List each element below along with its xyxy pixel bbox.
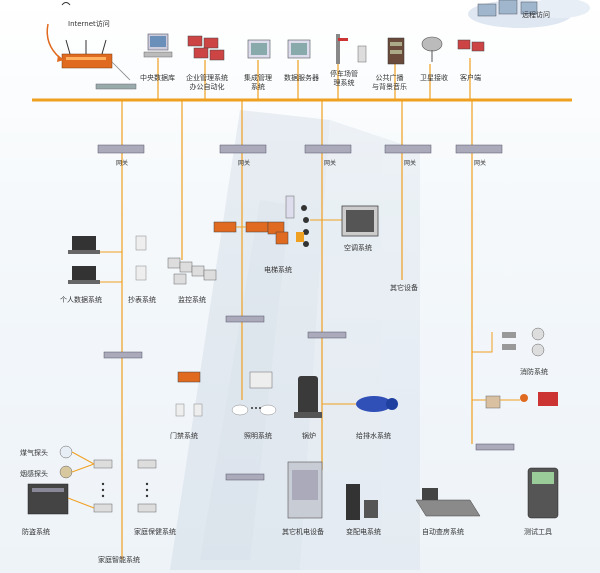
enterprise-oa-label: 企业管理系统 办公自动化 <box>186 74 228 91</box>
pa-music-label: 公共广播 与背景音乐 <box>372 74 407 91</box>
client-icon <box>457 39 485 52</box>
data-server-icon <box>287 39 311 59</box>
gas-detector-label: 煤气探头 <box>20 449 48 457</box>
boiler-icon <box>294 376 322 418</box>
gateway-label: 网关 <box>238 160 251 167</box>
gateway-label: 网关 <box>474 160 487 167</box>
pa-cabinet-icon <box>387 37 405 65</box>
building-backdrop <box>170 110 420 570</box>
internet-label: Internet访问 <box>68 20 110 28</box>
water-supply-label: 给排水系统 <box>356 432 391 440</box>
boiler-label: 锅炉 <box>302 432 316 440</box>
router-icon <box>61 2 113 69</box>
parking-barrier-icon <box>336 34 367 64</box>
anti-theft-device-icon <box>27 483 69 515</box>
client-label: 客户端 <box>460 74 481 82</box>
personal-data-label: 个人数据系统 <box>60 296 102 304</box>
hvac-label: 空调系统 <box>344 244 372 252</box>
substation-label: 变配电系统 <box>346 528 381 536</box>
auto-meter-device-icon <box>415 488 481 517</box>
home-security-label: 家庭保健系统 <box>134 528 176 536</box>
home-controller-icon <box>93 459 157 513</box>
fire-protection-label: 消防系统 <box>520 368 548 376</box>
lighting-label: 照明系统 <box>244 432 272 440</box>
central-db-label: 中央数据库 <box>140 74 175 82</box>
anti-theft-label: 防盗系统 <box>22 528 50 536</box>
other-mech-elec-label: 其它机电设备 <box>282 528 324 536</box>
substation-icon <box>346 484 378 520</box>
satellite-label: 卫星接收 <box>420 74 448 82</box>
water-pump-icon <box>356 396 398 412</box>
monitoring-device-icon <box>167 257 217 285</box>
gas-detector-icon <box>59 445 73 479</box>
meter-icon <box>135 235 147 281</box>
other-equipment-label: 其它设备 <box>390 284 418 292</box>
data-server-label: 数据服务器 <box>284 74 319 82</box>
satellite-dish-icon <box>421 36 443 62</box>
lighting-icon <box>231 371 277 416</box>
laptop-icon <box>68 236 100 284</box>
central-db-icon <box>143 33 173 58</box>
mech-elec-cabinet-icon <box>287 461 323 519</box>
gateway-switches <box>97 144 515 481</box>
remote-access-label: 远程访问 <box>522 11 550 19</box>
parking-label: 停车场管 理系统 <box>330 70 358 87</box>
fire-protection-icon <box>485 327 558 409</box>
enterprise-oa-icon <box>187 35 225 61</box>
hvac-panel-icon <box>341 205 379 237</box>
handheld-tester-icon <box>527 467 559 519</box>
access-control-icon <box>175 371 203 417</box>
test-tools-label: 测试工具 <box>524 528 552 536</box>
monitoring-label: 监控系统 <box>178 296 206 304</box>
home-smart-label: 家庭智能系统 <box>98 556 140 564</box>
elevator-controller-icon <box>213 195 309 247</box>
elevator-label: 电梯系统 <box>264 266 292 274</box>
gateway-label: 网关 <box>116 160 129 167</box>
core-switch <box>95 83 137 90</box>
integrated-mgmt-icon <box>247 39 271 59</box>
meter-reading-label: 抄表系统 <box>128 296 156 304</box>
gateway-label: 网关 <box>324 160 337 167</box>
gateway-label: 网关 <box>404 160 417 167</box>
cloud-icon <box>468 0 590 28</box>
auto-meter-label: 自动查房系统 <box>422 528 464 536</box>
internet-arrow <box>46 23 61 59</box>
smoke-detector-label: 烟感探头 <box>20 470 48 478</box>
integrated-mgmt-label: 集成管理 系统 <box>244 74 272 91</box>
access-control-label: 门禁系统 <box>170 432 198 440</box>
